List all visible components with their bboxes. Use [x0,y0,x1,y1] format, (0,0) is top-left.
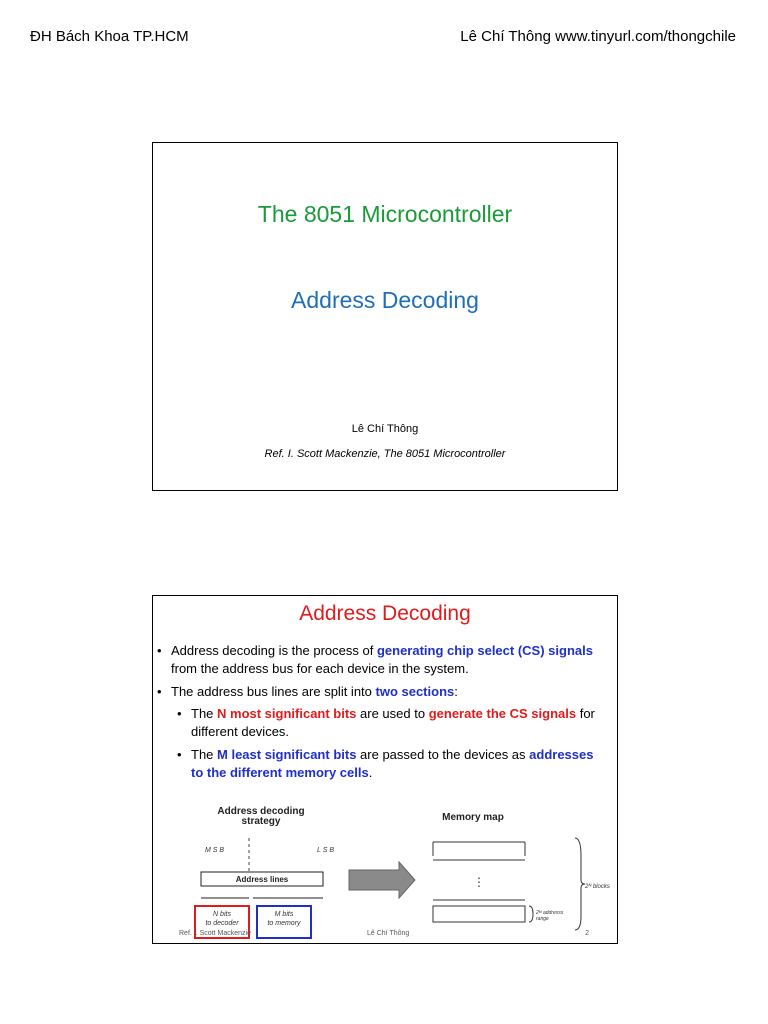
memory-dots: ⋮ [473,875,485,889]
address-lines-box [200,871,324,887]
right-arrow [348,860,416,900]
bullet-1: • Address decoding is the process of gen… [157,643,593,676]
n-bits-to-decoder-label: to decoder [205,920,239,927]
header-school: ĐH Bách Khoa TP.HCM [30,28,189,45]
bullet-3: • The N most significant bits are used t… [177,706,595,739]
slide-2-address-decoding: Address Decoding • Address decoding is t… [152,595,618,944]
header-author-url: Lê Chí Thông www.tinyurl.com/thongchile [460,28,736,45]
m-bits-box [256,905,312,939]
bullet-dot: • [177,747,182,762]
slide-1-title: The 8051 Microcontroller [257,201,513,227]
strategy-title-1: Address decoding [217,806,304,817]
n-bits-box [194,905,250,939]
range-brace [528,905,534,923]
strategy-title-2: strategy [242,816,281,827]
slide-1-title-slide: The 8051 Microcontroller Address Decodin… [152,142,618,491]
slide-1-author: Lê Chí Thông [351,423,419,435]
bullet-dot: • [157,643,162,658]
address-lines-label: Address lines [236,875,289,884]
slide-1-reference: Ref. I. Scott Mackenzie, The 8051 Microc… [264,448,506,460]
blocks-brace [574,837,586,931]
address-decoding-diagram: Address decoding strategy M S B L S B Ad… [194,806,610,939]
slide-2-footer-author: Lê Chí Thông [367,930,410,937]
range-label-1: 2ᴹ addresss [535,910,564,916]
m-bits-to-memory-label: to memory [267,920,301,927]
slide-2-footer-ref: Ref. I. Scott Mackenzie [179,930,251,937]
bullet-4: • The M least significant bits are passe… [177,747,594,780]
bullet-dot: • [157,684,162,699]
range-label-2: range [536,916,549,922]
bullet-dot: • [177,706,182,721]
blocks-label: 2ᴺ blocks [584,883,610,890]
n-bits-label: N bits [213,911,231,918]
lsb-label: L S B [317,847,334,854]
slide-1-subtitle: Address Decoding [291,287,479,313]
bullet-2: • The address bus lines are split into t… [157,684,458,699]
slide-2-title: Address Decoding [299,602,471,625]
m-bits-label: M bits [275,911,294,918]
slide-2-page-number: 2 [585,930,589,937]
memory-map-title: Memory map [442,812,504,823]
msb-label: M S B [205,847,224,854]
memory-block [432,905,526,923]
